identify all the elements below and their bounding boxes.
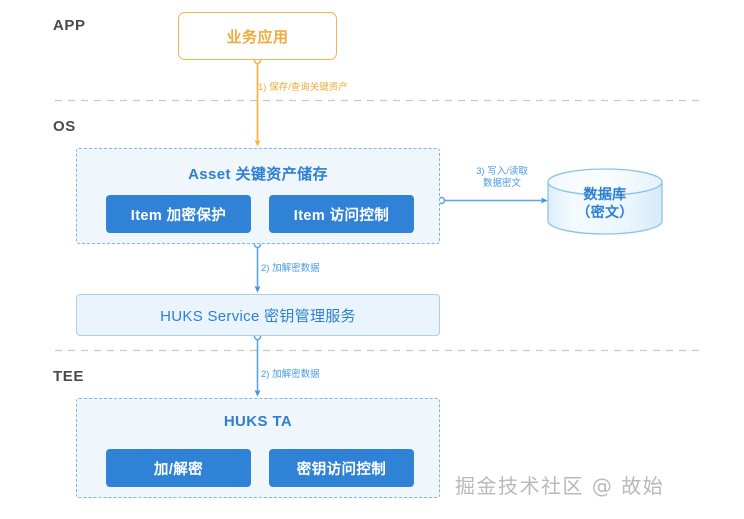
node-huks-service-label: HUKS Service 密钥管理服务 — [160, 307, 356, 325]
flow-label-3: 3) 写入/读取 数据密文 — [460, 166, 544, 190]
node-database-label: 数据库 （密文） — [548, 185, 662, 221]
node-encrypt-decrypt-label: 加/解密 — [153, 461, 204, 478]
tier-label-os: OS — [53, 118, 76, 135]
watermark: 掘金技术社区 @ 故始 — [455, 474, 665, 498]
flow-label-1: 1) 保存/查询关键资产 — [258, 82, 348, 93]
group-asset-storage-title: Asset 关键资产储存 — [188, 166, 328, 183]
node-item-access-control[interactable]: Item 访问控制 — [269, 195, 414, 233]
node-item-encryption-protection-label: Item 加密保护 — [130, 207, 227, 224]
tier-label-app: APP — [53, 17, 86, 34]
node-database[interactable]: 数据库 （密文） — [548, 170, 662, 234]
node-key-access-control[interactable]: 密钥访问控制 — [269, 449, 414, 487]
node-database-label-line1: 数据库 — [583, 186, 627, 202]
node-business-application-label: 业务应用 — [226, 28, 289, 46]
flow-label-2: 2) 加解密数据 — [261, 263, 320, 274]
node-encrypt-decrypt[interactable]: 加/解密 — [106, 449, 251, 487]
node-business-application[interactable]: 业务应用 — [178, 12, 337, 60]
group-huks-ta-title: HUKS TA — [223, 413, 293, 430]
flow-label-3-line2: 数据密文 — [482, 178, 521, 189]
node-item-access-control-label: Item 访问控制 — [293, 207, 390, 224]
database-cylinder-shape — [547, 168, 663, 235]
node-item-encryption-protection[interactable]: Item 加密保护 — [106, 195, 251, 233]
group-huks-ta: HUKS TA 加/解密 密钥访问控制 — [76, 398, 440, 498]
node-key-access-control-label: 密钥访问控制 — [296, 461, 387, 478]
node-huks-service[interactable]: HUKS Service 密钥管理服务 — [76, 294, 440, 336]
tier-label-tee: TEE — [53, 368, 84, 385]
flow-label-3-line1: 3) 写入/读取 — [476, 166, 528, 177]
group-asset-storage: Asset 关键资产储存 Item 加密保护 Item 访问控制 — [76, 148, 440, 244]
flow-label-4: 2) 加解密数据 — [261, 369, 320, 380]
node-database-label-line2: （密文） — [576, 204, 634, 220]
